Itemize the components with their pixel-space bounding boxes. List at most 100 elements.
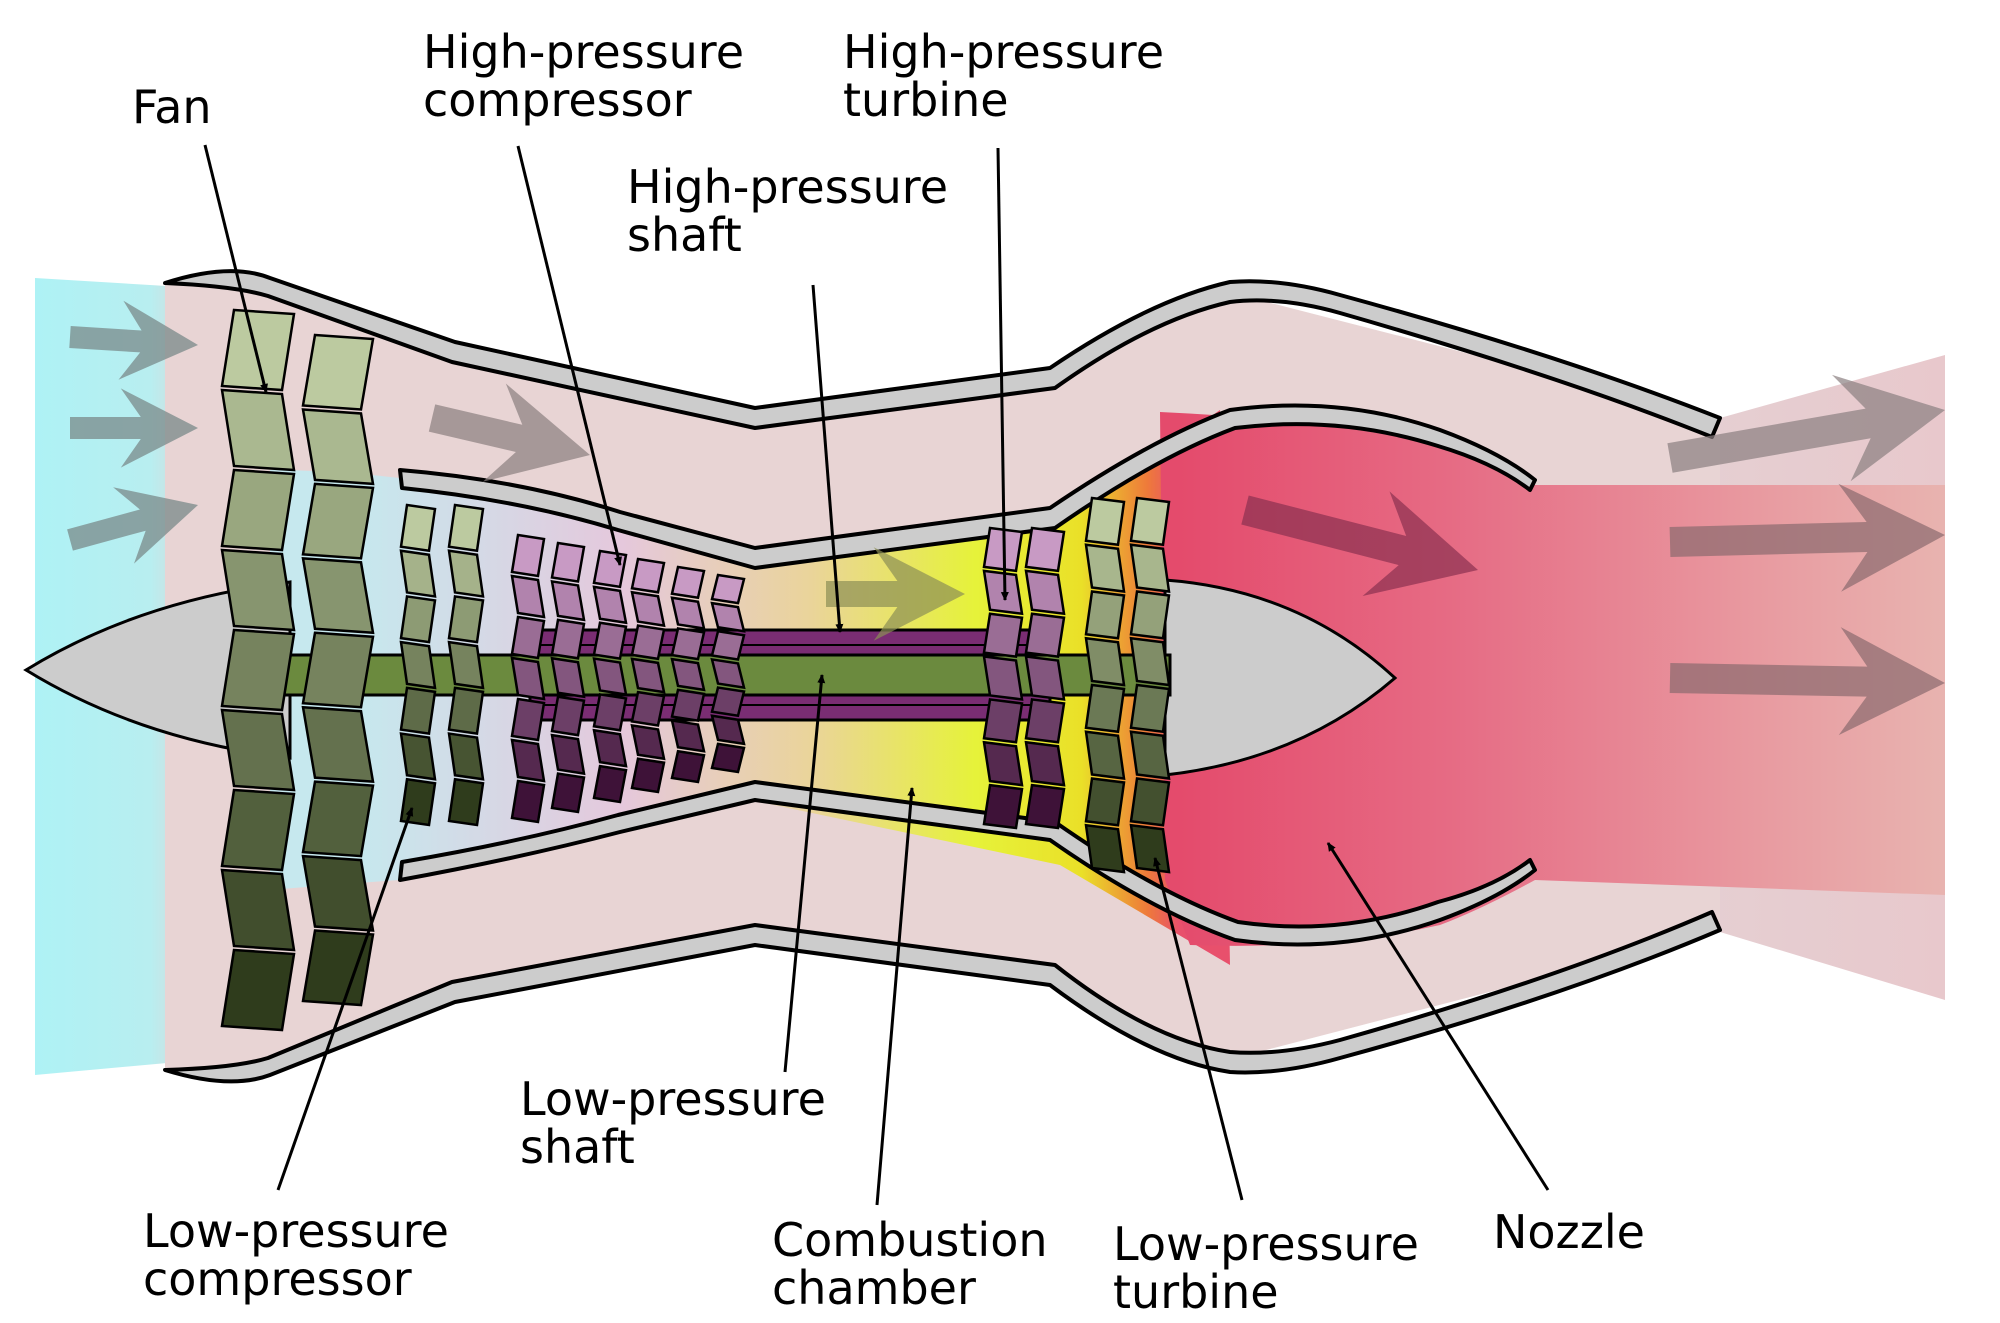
blade-segment [982,698,1024,744]
label-combustion-chamber: Combustion chamber [772,1213,1062,1315]
blade-segment [1129,590,1171,640]
hp-turbine-stage-2 [1024,526,1066,830]
hp-compressor-stage-3 [592,549,628,804]
blade-segment [301,780,375,858]
leader-hp-turbine [996,147,1009,601]
blade-segment [710,601,746,633]
blade-segment [301,929,375,1007]
blade-segment [1024,612,1066,658]
blade-segment [1084,730,1126,780]
blade-segment [1024,740,1066,787]
hp-compressor-stage-2 [550,541,586,814]
blade-segment [710,742,746,774]
blade-segment [447,640,485,690]
blade-segment [1129,823,1171,874]
blade-segment [399,549,437,598]
blade-segment [399,732,437,781]
blade-segment [510,533,546,578]
blade-segment [592,585,628,625]
blade-segment [550,695,586,737]
blade-segment [447,777,485,827]
blade-segment [301,705,375,784]
blade-segment [630,690,666,727]
blade-segment [447,732,485,781]
blade-segment [510,697,546,742]
blade-segment [301,631,375,709]
blade-segment [982,783,1024,830]
label-hp-compressor: High-pressure compressor [423,25,759,127]
blade-segment [1084,543,1126,593]
lp-compressor-stage-2 [447,503,485,827]
bypass-arrow [428,383,590,482]
label-hp-turbine: High-pressure turbine [843,25,1179,127]
blade-segment [1024,783,1066,830]
blade-segment [399,595,437,644]
blade-segment [710,686,746,718]
blade-segment [670,749,706,784]
leader-hp-compressor [516,145,622,566]
blade-segment [710,573,746,605]
blade-segment [510,615,546,660]
lp-turbine-stage-1 [1084,496,1126,874]
blade-segment [592,764,628,804]
core-casing-bottom [398,780,1537,947]
blade-segment [1129,636,1171,687]
outer-casing-bottom [163,910,1722,1084]
blade-segment [399,640,437,690]
fan-stage-1 [220,308,296,1032]
blade-segment [982,740,1024,787]
blade-segment [592,693,628,732]
blade-segment [592,728,628,768]
blade-segment [1084,777,1126,827]
label-nozzle: Nozzle [1493,1205,1645,1259]
fan-stage-2 [301,333,375,1007]
blade-segment [510,574,546,619]
core-arrow [826,547,965,641]
blade-segment [447,549,485,598]
leader-lp-turbine [1153,857,1244,1201]
blade-segment [630,657,666,694]
blade-segment [670,688,706,722]
blade-segment [301,556,375,635]
inlet-arrow-2 [70,388,198,468]
blade-segment [710,714,746,746]
blade-segment [630,624,666,661]
blade-segment [550,579,586,622]
blade-segment [220,708,296,792]
blade-segment [592,657,628,696]
exhaust-arrow [1241,491,1478,596]
blade-segment [710,657,746,690]
label-lp-turbine: Low-pressure turbine [1113,1217,1434,1319]
blade-segment [982,655,1024,701]
blade-segment [592,621,628,660]
bypass-out-arrow-2 [1669,483,1945,592]
blade-segment [592,549,628,589]
blade-segment [1129,496,1171,547]
blade-segment [220,388,296,472]
blade-segment [399,777,437,827]
blade-segment [1084,823,1126,874]
blade-segment [1084,636,1126,687]
blade-segment [1129,730,1171,780]
label-fan: Fan [132,80,212,134]
blade-segment [670,627,706,661]
blade-segment [550,733,586,776]
blade-segment [1129,683,1171,734]
blade-segment [220,308,296,392]
blade-segment [447,686,485,735]
blade-segment [630,757,666,794]
flow-arrows [67,300,1945,736]
blade-segment [670,719,706,753]
blade-segment [670,657,706,692]
leader-lp-compressor [276,807,414,1191]
outer-casing-top [163,269,1722,439]
blade-segment [1024,655,1066,701]
blade-segment [447,595,485,644]
hp-compressor-stage-4 [630,557,666,794]
blade-segment [630,590,666,628]
label-hp-shaft: High-pressure shaft [627,160,963,262]
blade-segment [1024,526,1066,573]
hp-compressor-stage-1 [510,533,546,824]
blade-segment [220,868,296,952]
blade-stages [220,308,1171,1032]
